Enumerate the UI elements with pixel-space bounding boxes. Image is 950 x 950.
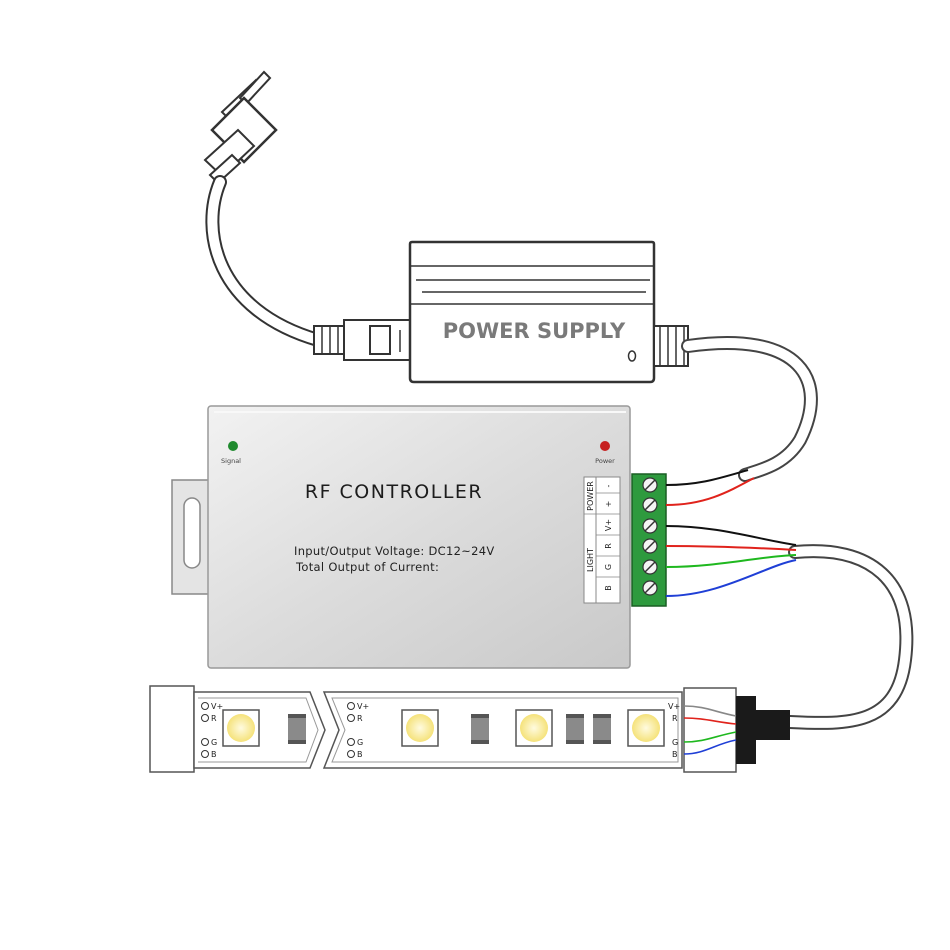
terminal-pin-r: R — [604, 543, 613, 549]
pad-label-b-right: B — [672, 750, 678, 759]
pad-label-r-middle: R — [357, 714, 363, 723]
resistor-icon — [593, 714, 611, 744]
wire-red-r — [665, 545, 797, 551]
ac-cable-strain-relief — [313, 319, 411, 361]
pad-label-vplus-left: V+ — [211, 702, 223, 711]
terminal-block — [631, 473, 667, 607]
led-chip-icon — [222, 709, 260, 747]
ac-plug — [203, 70, 278, 185]
led-chip-icon — [401, 709, 439, 747]
terminal-pin-b: B — [604, 585, 613, 591]
wire-green-g — [665, 554, 797, 568]
strip-pads-right: V+ R G B — [668, 702, 680, 759]
power-supply: POWER SUPPLY — [408, 240, 656, 384]
terminal-pin-vplus: V+ — [604, 519, 613, 531]
wire-red — [665, 477, 755, 506]
power-led-label: Power — [595, 457, 615, 465]
pad-label-b-middle: B — [357, 750, 363, 759]
power-wires — [665, 469, 755, 506]
wire-blue-b — [665, 559, 797, 597]
terminal-screw-icon — [642, 477, 658, 596]
terminal-group-power: POWER — [586, 481, 595, 511]
pad-label-vplus-right: V+ — [668, 702, 680, 711]
wire-black — [665, 469, 749, 486]
terminal-pin-g: G — [604, 564, 613, 570]
led-chip-icon — [627, 709, 665, 747]
led-chip-icon — [515, 709, 553, 747]
wire-black-vplus — [665, 525, 797, 546]
terminal-label-panel: POWER LIGHT - + V+ R G B — [583, 476, 621, 604]
pad-label-r-right: R — [672, 714, 678, 723]
terminal-pin-plus: + — [604, 501, 613, 508]
controller-spec-voltage: Input/Output Voltage: DC12~24V — [294, 544, 495, 558]
power-led: Power — [595, 441, 615, 465]
pad-label-r-left: R — [211, 714, 217, 723]
power-supply-indicator-icon — [627, 350, 637, 362]
resistor-icon — [288, 714, 306, 744]
pad-label-vplus-middle: V+ — [357, 702, 369, 711]
terminal-pin-minus: - — [604, 484, 613, 487]
power-supply-label: POWER SUPPLY — [443, 319, 626, 343]
controller-spec-current: Total Output of Current: — [295, 560, 439, 574]
power-led-icon — [600, 441, 610, 451]
strip-pads-middle: V+ R G B — [347, 702, 369, 759]
strip-pads-left: V+ R G B — [201, 702, 223, 759]
terminal-group-light: LIGHT — [586, 548, 595, 572]
pad-label-b-left: B — [211, 750, 217, 759]
rf-controller — [171, 405, 631, 669]
resistor-icon — [471, 714, 489, 744]
signal-led: Signal — [221, 441, 241, 465]
pad-label-g-right: G — [672, 738, 678, 747]
pad-label-g-middle: G — [357, 738, 363, 747]
signal-led-icon — [228, 441, 238, 451]
signal-led-label: Signal — [221, 457, 241, 465]
resistor-icon — [566, 714, 584, 744]
controller-title: RF CONTROLLER — [305, 481, 483, 503]
rgb-wires — [665, 525, 797, 597]
pad-label-g-left: G — [211, 738, 217, 747]
strip-connector-wires — [683, 705, 737, 755]
